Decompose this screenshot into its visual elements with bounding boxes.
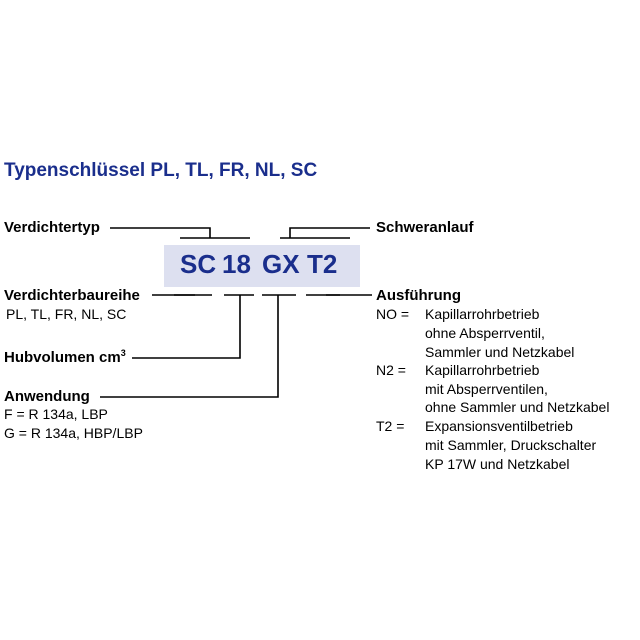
page-title: Typenschlüssel PL, TL, FR, NL, SC xyxy=(4,160,318,181)
option-n2-code: N2 = xyxy=(376,362,406,378)
label-schweranlauf: Schweranlauf xyxy=(376,219,474,236)
option-no-line3: Sammler und Netzkabel xyxy=(425,344,575,360)
label-hubvolumen: Hubvolumen cm3 xyxy=(4,348,126,366)
hubvolumen-text: Hubvolumen cm xyxy=(4,349,121,366)
option-t2-line3: KP 17W und Netzkabel xyxy=(425,456,570,472)
option-n2-line2: mit Absperrventilen, xyxy=(425,381,548,397)
code-segment-version: T2 xyxy=(307,249,338,279)
label-verdichtertyp: Verdichtertyp xyxy=(4,219,100,236)
code-segment-displacement: 18 xyxy=(222,249,251,279)
connector-anwendung xyxy=(100,295,279,398)
baureihe-values: PL, TL, FR, NL, SC xyxy=(6,306,127,322)
code-segment-application: GX xyxy=(262,249,300,279)
option-no-line1: Kapillarrohrbetrieb xyxy=(425,306,540,322)
label-verdichterbaureihe: Verdichterbaureihe xyxy=(4,287,140,304)
option-no-code: NO = xyxy=(376,306,410,322)
connector-hubvolumen xyxy=(132,295,241,359)
option-t2-code: T2 = xyxy=(376,418,405,434)
option-no-line2: ohne Absperrventil, xyxy=(425,325,545,341)
label-anwendung: Anwendung xyxy=(4,388,90,405)
option-t2-line1: Expansionsventilbetrieb xyxy=(425,418,573,434)
hubvolumen-superscript: 3 xyxy=(120,348,126,358)
option-t2-line2: mit Sammler, Druckschalter xyxy=(425,437,597,453)
code-segment-series: SC xyxy=(180,249,217,279)
label-ausfuehrung: Ausführung xyxy=(376,287,461,304)
type-code-box xyxy=(164,245,360,287)
option-n2-line3: ohne Sammler und Netzkabel xyxy=(425,399,610,415)
anwendung-f: F = R 134a, LBP xyxy=(4,406,108,422)
anwendung-g: G = R 134a, HBP/LBP xyxy=(4,425,143,441)
connector-schweranlauf xyxy=(289,227,370,238)
option-n2-line1: Kapillarrohrbetrieb xyxy=(425,362,540,378)
connector-verdichtertyp xyxy=(110,227,211,238)
